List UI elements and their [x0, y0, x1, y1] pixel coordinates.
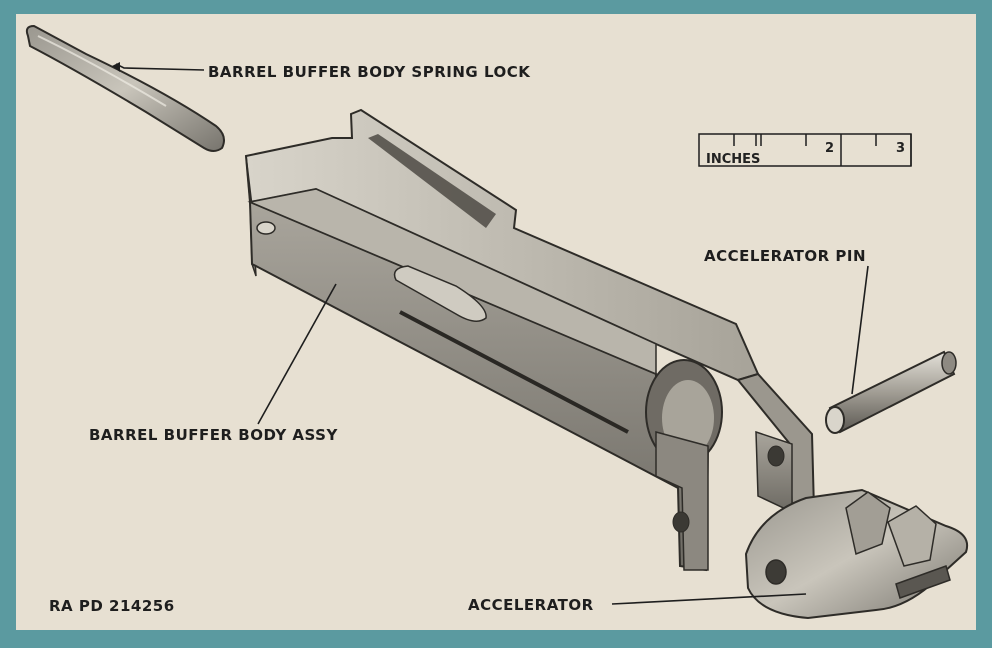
label-spring-lock: BARREL BUFFER BODY SPRING LOCK	[208, 63, 531, 81]
inch-scale-ruler	[698, 133, 912, 167]
accelerator-part	[744, 488, 968, 620]
leader-spring-lock	[115, 63, 205, 71]
scale-unit-label: INCHES	[706, 152, 761, 167]
leader-arrowhead	[112, 62, 120, 72]
barrel-buffer-body-assy-part	[244, 108, 816, 572]
scale-tick-2: 2	[825, 141, 835, 156]
spring-lock-part	[25, 24, 225, 152]
label-body-assy: BARREL BUFFER BODY ASSY	[89, 426, 338, 444]
leader-accelerator-pin	[851, 265, 869, 395]
label-accelerator: ACCELERATOR	[468, 596, 594, 614]
scale-tick-3: 3	[896, 141, 906, 156]
reference-number: RA PD 214256	[49, 597, 175, 615]
accelerator-pin-part	[825, 350, 957, 434]
leader-body-assy	[257, 283, 337, 425]
leader-accelerator	[611, 593, 807, 605]
label-accelerator-pin: ACCELERATOR PIN	[704, 247, 867, 265]
illustration-plate: INCHES 2 3 BARREL BUFFER BODY SPRING LOC…	[16, 14, 976, 630]
parts-illustration	[25, 24, 968, 620]
